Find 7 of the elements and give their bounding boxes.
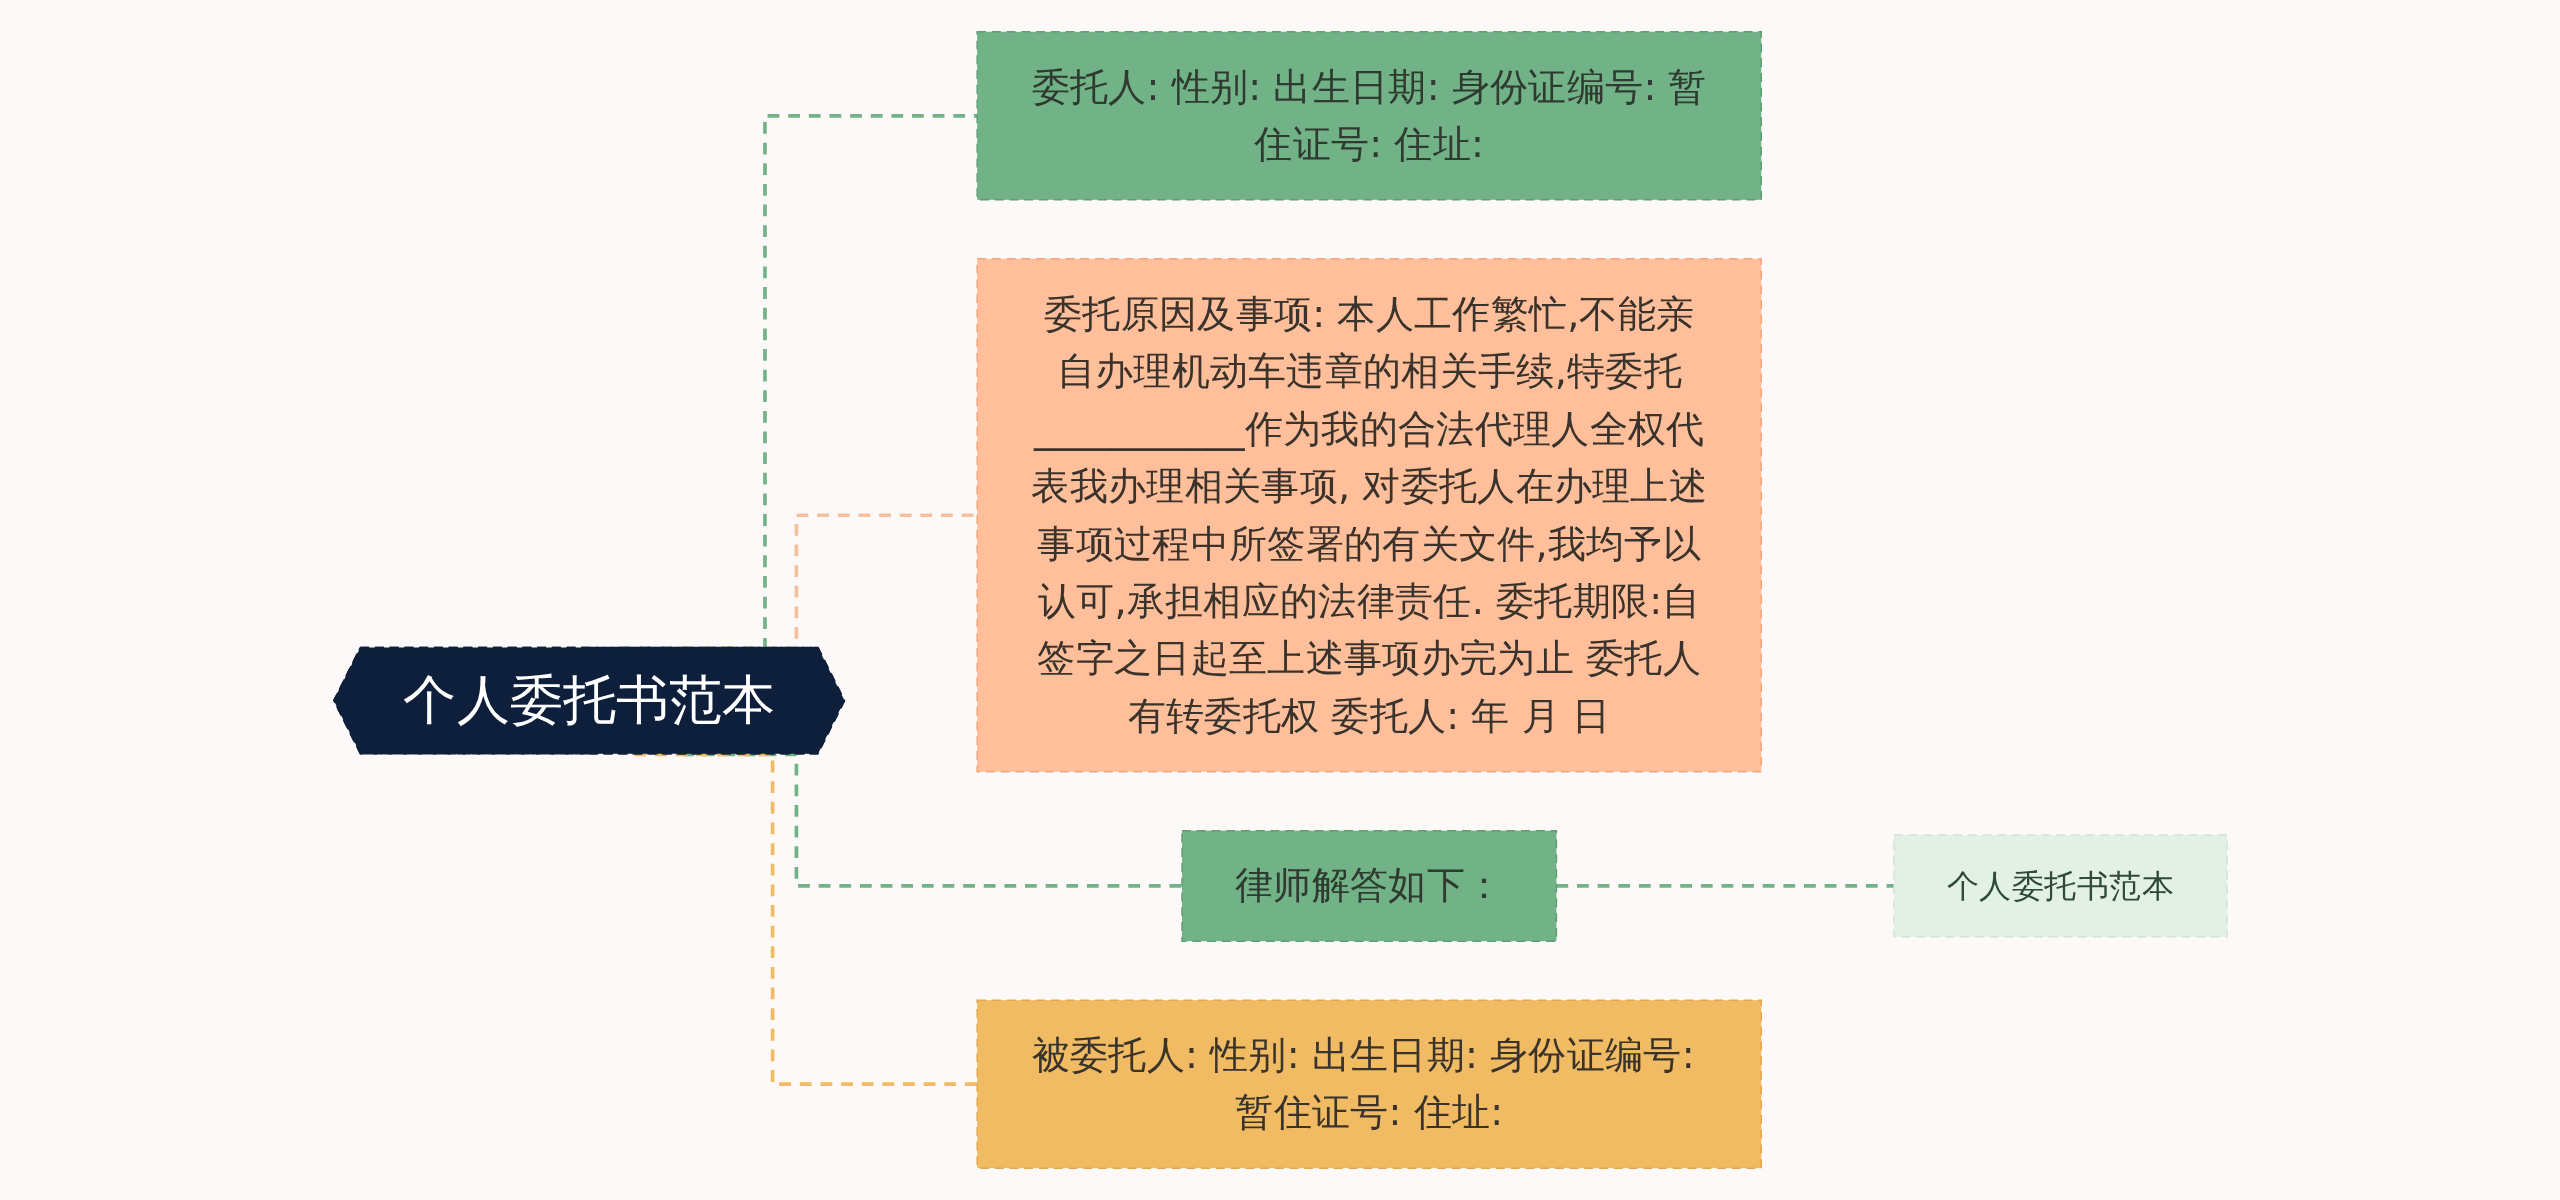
node-box: 个人委托书范本 [1892,834,2228,938]
node-box: 委托人: 性别: 出生日期: 身份证编号: 暂住证号: 住址: [976,31,1762,201]
node-box: 委托原因及事项: 本人工作繁忙,不能亲自办理机动车违章的相关手续,特委托___________作为我的合法代理人全权代表我办理相关事项, 对委托人在办理上述事项过程中所签署的有关文件,我均予以认可,承担相应的法律责任. 委托期限:自签字之日起至上述事项办完为止 委托人有转委托权 委托人: 年 月 日 [976,258,1762,773]
node-box: 律师解答如下： [1180,829,1557,942]
connector [633,752,977,1086]
node-box: 被委托人: 性别: 出生日期: 身份证编号: 暂住证号: 住址: [976,999,1762,1169]
connector [1556,884,1894,888]
